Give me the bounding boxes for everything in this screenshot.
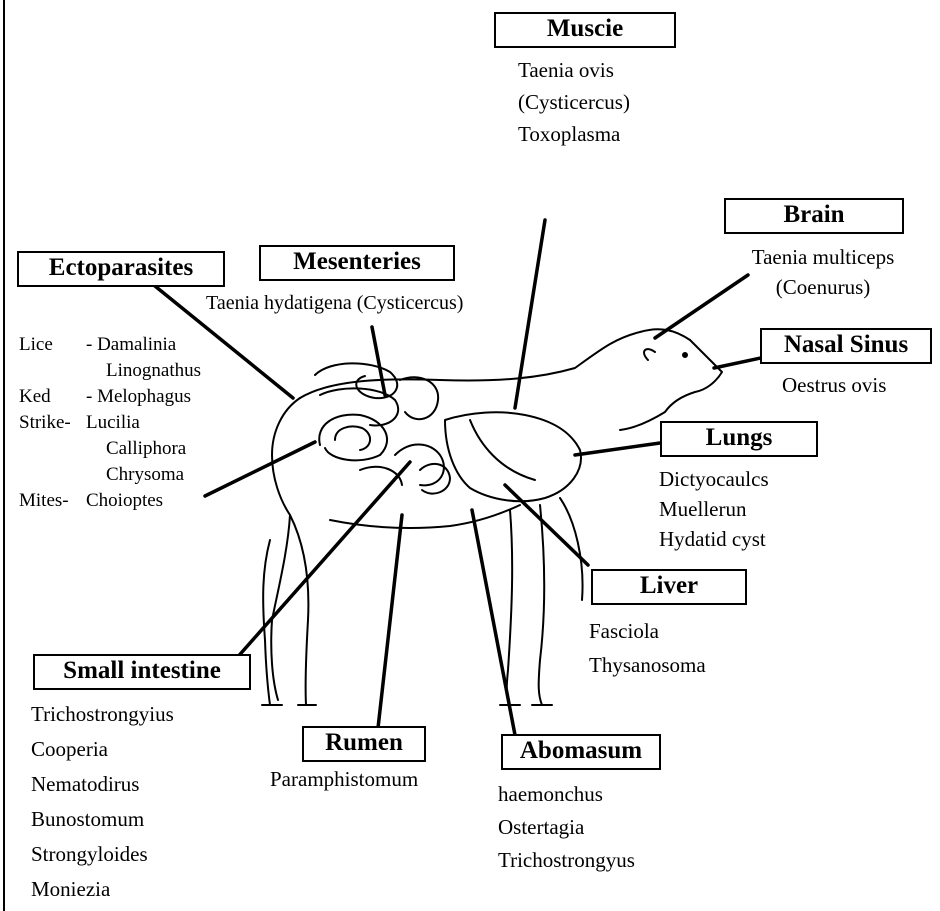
small-intestine-item: Moniezia [31,877,111,901]
muscle-pointer [513,218,547,410]
abomasum-box: Abomasum [501,734,661,770]
ecto-value: - Damalinia [86,334,177,355]
muscle-list: Taenia ovis (Cysticercus) Toxoplasma [518,54,630,150]
small-intestine-item: Trichostrongyius [31,702,174,726]
ectoparasites-box: Ectoparasites [17,251,225,287]
ecto-key: Lice [19,334,53,355]
brain-box: Brain [724,198,904,234]
brain-pointer [653,273,750,340]
lungs-item: Hydatid cyst [659,527,766,551]
nasal-sinus-box: Nasal Sinus [760,328,932,364]
lungs-item: Dictyocaulcs [659,467,769,491]
nasal-sinus-list: Oestrus ovis [782,372,886,398]
muscle-item: Toxoplasma [518,122,621,146]
small-intestine-item: Strongyloides [31,842,148,866]
small-intestine-item: Cooperia [31,737,108,761]
brain-item: (Coenurus) [775,275,871,299]
lungs-item: Muellerun [659,497,747,521]
mesenteries-item: Taenia hydatigena (Cysticercus) [206,292,464,314]
ectoparasites-pointer [148,280,295,400]
muscle-item: Taenia ovis [518,58,614,82]
lungs-box: Lungs [660,421,818,457]
muscle-box: Muscie [494,12,676,48]
mesenteries-box: Mesenteries [259,245,455,281]
abomasum-list: haemonchus Ostertagia Trichostrongyus [498,778,635,877]
ecto-value: Calliphora [106,438,187,459]
liver-pointer [503,483,590,567]
ecto-value: Choioptes [86,490,164,511]
brain-item: Taenia multiceps [751,245,895,269]
pointer-lines [148,218,772,737]
nasal-sinus-item: Oestrus ovis [782,373,887,397]
ecto-value: Lucilia [86,412,140,433]
small-intestine-pointer [233,460,412,662]
abomasum-item: Trichostrongyus [498,848,635,872]
ecto-value: Linognathus [106,360,201,381]
abomasum-item: Ostertagia [498,815,585,839]
mesenteries-pointer [370,325,387,397]
lungs-pointer [573,441,662,457]
small-intestine-box: Small intestine [33,654,251,690]
liver-item: Fasciola [589,619,659,643]
rumen-pointer [376,513,404,730]
lungs-list: Dictyocaulcs Muellerun Hydatid cyst [659,464,769,554]
ecto-value: - Melophagus [86,386,192,407]
ecto-value: Chrysoma [106,464,185,485]
ecto-key: Strike- [19,412,71,433]
liver-box: Liver [591,569,747,605]
ecto-lower-pointer [203,440,317,498]
rumen-list: Paramphistomum [270,766,418,792]
abomasum-item: haemonchus [498,782,603,806]
small-intestine-item: Nematodirus [31,772,140,796]
small-intestine-item: Bunostomum [31,807,145,831]
ecto-key: Mites- [19,490,69,511]
muscle-item: (Cysticercus) [518,90,630,114]
ecto-key: Ked [19,386,51,407]
abomasum-pointer [470,508,517,737]
left-border [3,0,5,911]
rumen-box: Rumen [302,726,426,762]
rumen-item: Paramphistomum [270,767,419,791]
liver-item: Thysanosoma [589,653,706,677]
liver-list: Fasciola Thysanosoma [589,614,706,682]
brain-list: Taenia multiceps (Coenurus) [728,242,918,302]
small-intestine-list: Trichostrongyius Cooperia Nematodirus Bu… [31,697,174,907]
